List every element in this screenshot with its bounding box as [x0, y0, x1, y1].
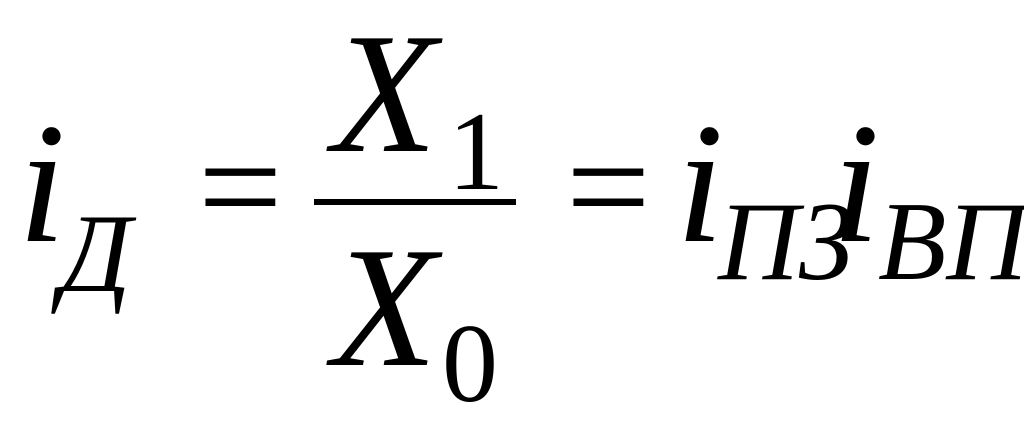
- equals-sign-1: =: [198, 104, 283, 270]
- rhs-term-1-base: i: [676, 89, 724, 279]
- fraction-bar: [314, 199, 516, 205]
- lhs-base: i: [18, 89, 66, 279]
- rhs-term-1-subscript: ПЗ: [718, 180, 855, 304]
- lhs-subscript: Д: [60, 192, 132, 316]
- rhs-term-2-base: i: [832, 89, 880, 279]
- equals-sign-2: =: [566, 104, 651, 270]
- numerator-subscript: 1: [448, 90, 504, 214]
- rhs-term-2-subscript: ВП: [878, 180, 1024, 304]
- denominator-subscript: 0: [442, 302, 498, 426]
- numerator-base: X: [332, 0, 438, 189]
- denominator-base: X: [332, 213, 438, 403]
